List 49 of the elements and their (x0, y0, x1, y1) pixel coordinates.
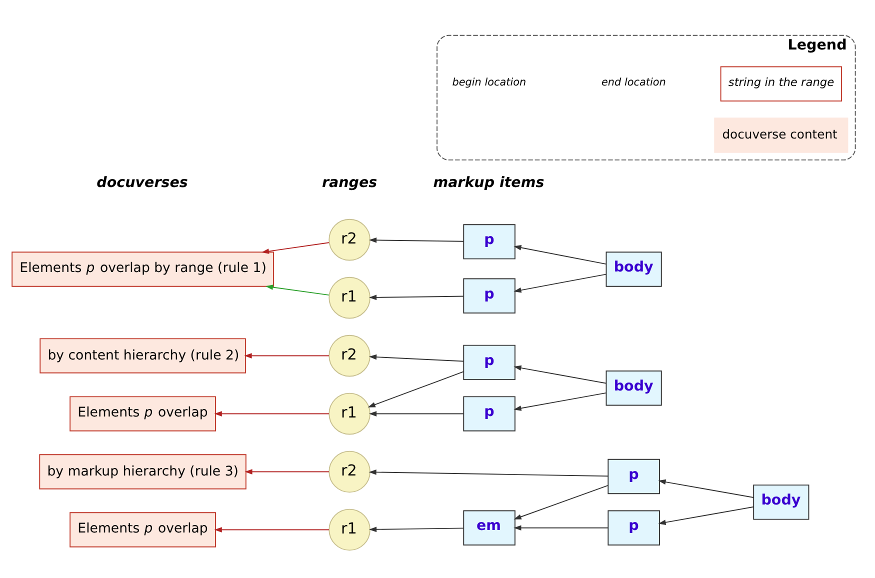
node-box: Elements p overlap (70, 396, 216, 432)
arrow (658, 479, 754, 498)
arrow (261, 242, 330, 254)
arrow (265, 284, 330, 296)
node-box: body (753, 484, 810, 520)
arrow (658, 506, 754, 526)
node-circle: r1 (328, 508, 370, 551)
node-box: p (463, 396, 516, 432)
label: docuverses (96, 175, 188, 192)
node-box: by markup hierarchy (rule 3) (39, 454, 246, 490)
arrow (368, 470, 609, 477)
arrow (514, 365, 607, 384)
arrow (368, 238, 464, 243)
arrow (244, 469, 330, 474)
node-box: by content hierarchy (rule 2) (40, 338, 246, 374)
node-box: p (463, 278, 516, 314)
arrow (368, 354, 464, 362)
label: markup items (433, 175, 544, 192)
node-circle: r1 (328, 276, 370, 319)
node-box: Elements p overlap (70, 512, 216, 548)
arrow (514, 245, 607, 265)
arrow (214, 527, 330, 532)
arrow (368, 371, 464, 408)
node-box: Elements p overlap by range (rule 1) (12, 252, 274, 287)
arrow (214, 411, 330, 416)
node-box: em (463, 510, 516, 546)
arrow (368, 411, 464, 416)
node-box: p (463, 344, 516, 380)
arrow (514, 274, 607, 293)
node-box: p (608, 510, 660, 546)
node-circle: r2 (328, 218, 370, 261)
node-circle: r2 (328, 334, 370, 377)
arrow (514, 525, 608, 531)
arrow (368, 294, 464, 300)
label: begin location (452, 76, 526, 89)
label: end location (601, 76, 666, 89)
label: ranges (322, 175, 378, 192)
node-circle: r2 (328, 450, 370, 493)
node-box: body (606, 252, 662, 287)
node-box: docuverse content (714, 118, 848, 153)
node-box: body (606, 370, 662, 406)
node-circle: r1 (328, 392, 370, 435)
arrow (244, 353, 330, 358)
node-box: p (608, 458, 660, 494)
node-box: string in the range (720, 66, 842, 102)
arrow (514, 484, 608, 520)
arrow (368, 526, 464, 532)
arrow (514, 392, 607, 411)
node-box: p (463, 224, 516, 260)
